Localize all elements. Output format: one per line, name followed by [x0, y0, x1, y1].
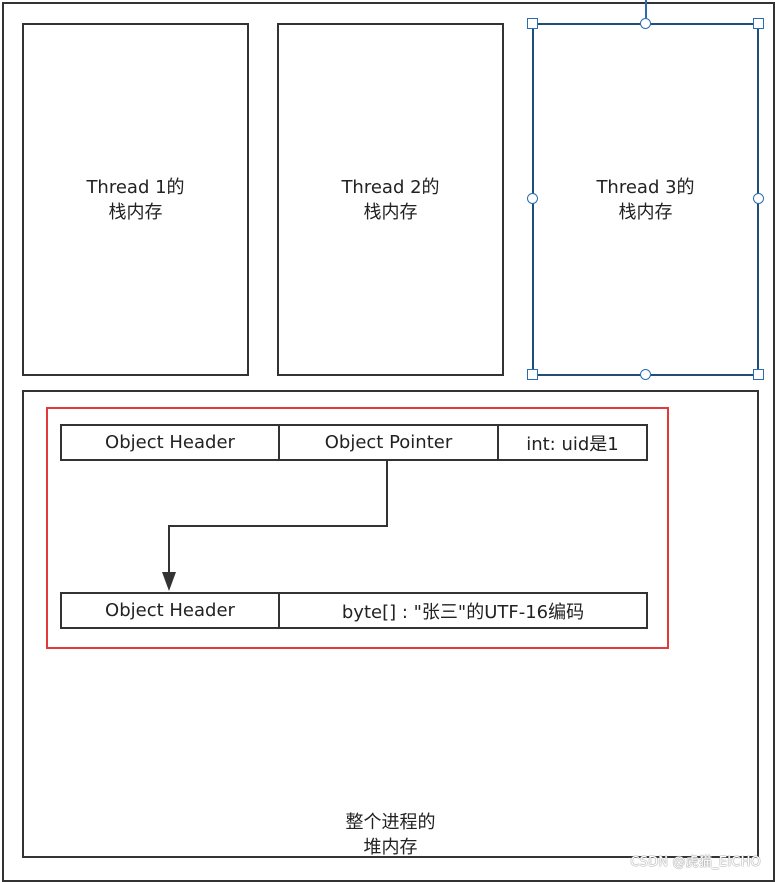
resize-handle-right[interactable]: [753, 193, 764, 204]
thread-2-stack-label: Thread 2的 栈内存: [341, 176, 440, 223]
csdn-watermark: CSDN @虎猫_EICHO: [630, 855, 761, 870]
object-row-user[interactable]: Object Header Object Pointer int: uid是1: [60, 424, 648, 461]
resize-handle-bottom[interactable]: [640, 369, 651, 380]
resize-handle-top-left[interactable]: [527, 18, 538, 29]
object-highlight-frame[interactable]: [46, 407, 669, 649]
resize-handle-bottom-right[interactable]: [753, 369, 764, 380]
string-object-header-cell[interactable]: Object Header: [62, 594, 280, 627]
uid-field-cell[interactable]: int: uid是1: [526, 433, 619, 455]
resize-handle-top[interactable]: [640, 18, 651, 29]
resize-handle-bottom-left[interactable]: [527, 369, 538, 380]
heap-memory-label: 整个进程的 堆内存: [345, 812, 436, 858]
byte-array-cell[interactable]: byte[] : "张三"的UTF-16编码: [341, 601, 585, 623]
connection-line-handle[interactable]: [645, 0, 647, 18]
thread-1-stack-box[interactable]: Thread 1的 栈内存: [22, 23, 249, 376]
thread-2-stack-box[interactable]: Thread 2的 栈内存: [277, 23, 504, 376]
thread-1-stack-label: Thread 1的 栈内存: [86, 176, 185, 223]
thread-3-stack-label: Thread 3的 栈内存: [596, 176, 695, 223]
object-header-cell[interactable]: Object Header: [62, 426, 280, 459]
resize-handle-top-right[interactable]: [753, 18, 764, 29]
object-pointer-cell[interactable]: Object Pointer: [280, 426, 499, 459]
thread-3-stack-box[interactable]: Thread 3的 栈内存: [532, 23, 759, 376]
resize-handle-left[interactable]: [527, 193, 538, 204]
object-row-string[interactable]: Object Header byte[] : "张三"的UTF-16编码: [60, 592, 648, 629]
